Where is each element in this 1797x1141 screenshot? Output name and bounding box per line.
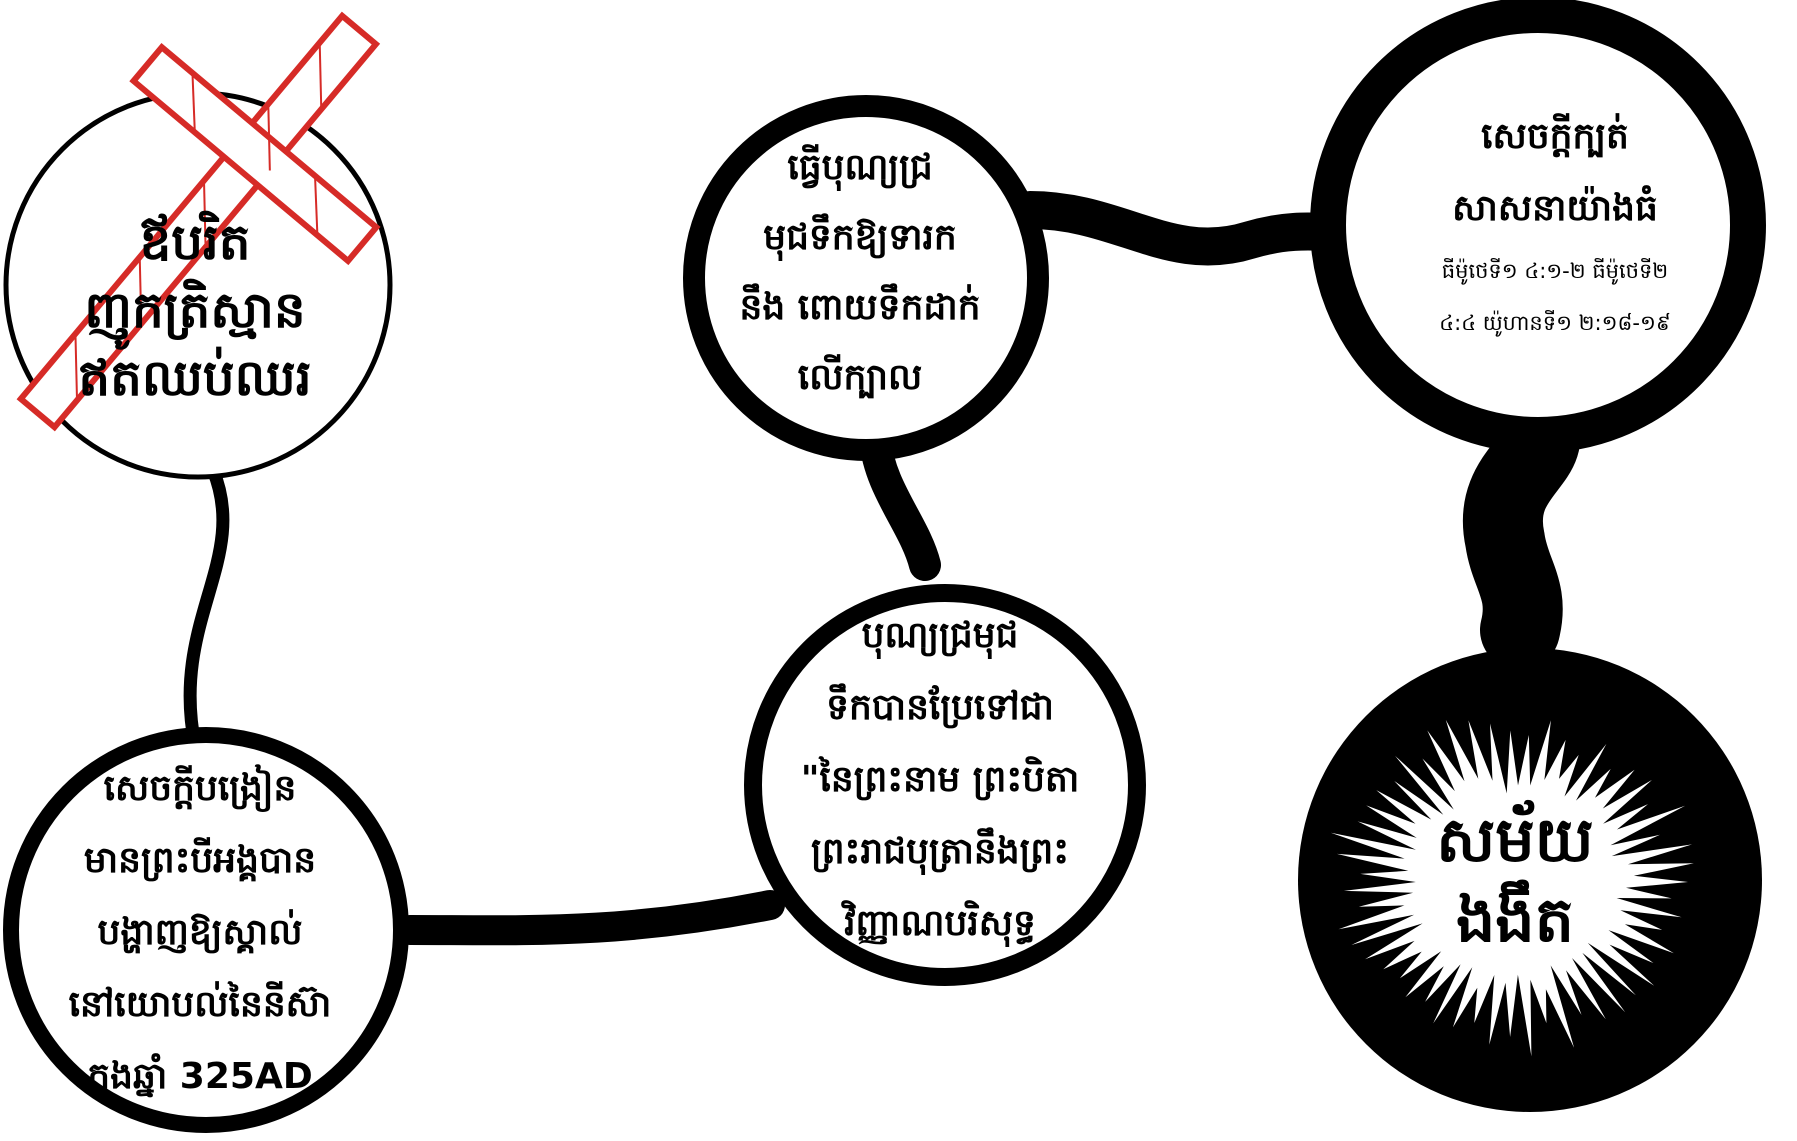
formula-node-circle bbox=[744, 584, 1146, 986]
cross-node-line: ឥតឈប់ឈរ bbox=[78, 349, 312, 407]
formula-node-line: ព្រះរាជបុត្រានឹងព្រះ bbox=[810, 831, 1070, 872]
red-cross-icon bbox=[16, 11, 381, 432]
teaching-node-text: សេចក្ដីបង្រៀន មានព្រះបីអង្គបាន បង្ហាញឱ្យ… bbox=[20, 755, 380, 1110]
teaching-node-circle bbox=[3, 727, 409, 1133]
formula-node-line: បុណ្យជ្រមុជ bbox=[861, 615, 1019, 656]
teaching-node-line: នៅយោបល់នៃនីស៊ា bbox=[68, 983, 332, 1025]
baptism-node-text: ធ្វើបុណ្យជ្រ មុជទឹកឱ្យទារក នឹង ពោយទឹកដាក… bbox=[700, 125, 1020, 420]
cross-node-text: ឪបរិត ញូកត្រិស្មាន ឥតឈប់ឈរ bbox=[30, 205, 360, 415]
formula-node-text: បុណ្យជ្រមុជ ទឹកបានប្រែទៅជា "នៃព្រះនាម ព្… bbox=[770, 600, 1110, 960]
cross-node-line: ឪបរិត bbox=[139, 213, 251, 271]
formula-node-line: "នៃព្រះនាម ព្រះបិតា bbox=[800, 759, 1080, 800]
teaching-node-line: ក្នុងឆ្នាំ 325AD bbox=[87, 1055, 313, 1097]
dark-age-node-text: សម័យ ងងឹត bbox=[1390, 800, 1640, 960]
dark-age-burst bbox=[1330, 719, 1694, 1057]
cross-node-line: ញូកត្រិស្មាន bbox=[84, 281, 306, 339]
teaching-node-line: មានព្រះបីអង្គបាន bbox=[83, 839, 317, 881]
teaching-node-line: បង្ហាញឱ្យស្គាល់ bbox=[97, 911, 303, 953]
baptism-node-circle bbox=[683, 95, 1049, 461]
apostasy-reference-line: ៤:៤ យ៉ូហានទី១ ២:១៨-១៩ bbox=[1439, 311, 1671, 335]
dark-age-line: សម័យ bbox=[1436, 803, 1594, 876]
apostasy-title-line: សេចក្ដីក្បត់ bbox=[1481, 116, 1629, 157]
baptism-node-line: ធ្វើបុណ្យជ្រ bbox=[787, 146, 933, 188]
apostasy-title-line: សាសនាយ៉ាងធំ bbox=[1452, 188, 1658, 229]
apostasy-node-circle bbox=[1310, 0, 1766, 453]
connector-cross-to-teaching bbox=[183, 463, 230, 752]
baptism-node-line: មុជទឹកឱ្យទារក bbox=[763, 216, 957, 258]
teaching-node-line: សេចក្ដីបង្រៀន bbox=[103, 767, 297, 809]
apostasy-reference-line: ធីម៉ូថេទី១ ៤:១-២ ធីម៉ូថេទី២ bbox=[1441, 259, 1669, 283]
apostasy-node-text: សេចក្ដីក្បត់ សាសនាយ៉ាងធំ ធីម៉ូថេទី១ ៤:១-… bbox=[1385, 105, 1725, 345]
formula-node-line: វិញ្ញាណបរិសុទ្ធ bbox=[844, 903, 1036, 944]
connector-teaching-to-formula bbox=[395, 890, 785, 946]
baptism-node-line: នឹង ពោយទឹកដាក់ bbox=[739, 286, 981, 328]
dark-age-line: ងងឹត bbox=[1455, 883, 1575, 956]
formula-node-line: ទឹកបានប្រែទៅជា bbox=[826, 687, 1054, 728]
baptism-node-line: លើក្បាល bbox=[797, 356, 923, 398]
